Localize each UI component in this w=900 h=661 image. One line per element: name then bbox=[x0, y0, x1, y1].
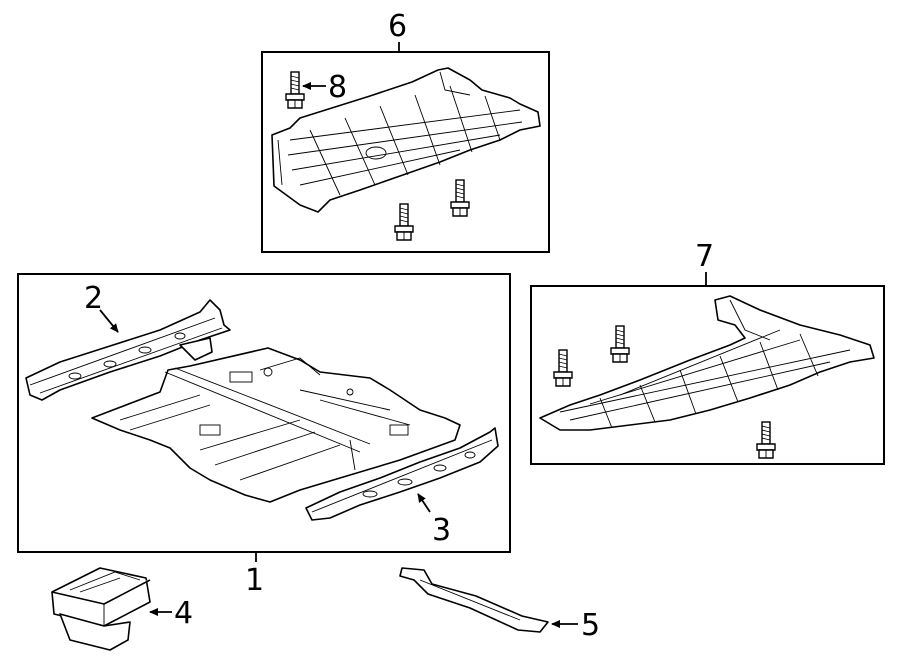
rear-undercover-panel bbox=[271, 67, 541, 213]
callout-4: 4 bbox=[174, 596, 193, 631]
callout-5: 5 bbox=[581, 608, 600, 643]
front-undercover-panel bbox=[539, 295, 875, 431]
callout-6: 6 bbox=[388, 9, 407, 44]
callout-8: 8 bbox=[328, 70, 347, 105]
side-rail-3 bbox=[305, 427, 499, 521]
part-4-bracket: 4 bbox=[51, 567, 193, 651]
floor-pan bbox=[91, 347, 461, 503]
callout-2: 2 bbox=[84, 281, 103, 316]
callout-7: 7 bbox=[695, 239, 714, 274]
group-7-front-floor-undercover: 7 bbox=[530, 239, 885, 465]
callout-1: 1 bbox=[245, 563, 264, 598]
callout-3-arrow bbox=[417, 493, 431, 513]
callout-3: 3 bbox=[432, 513, 451, 548]
part-5-brace: 5 bbox=[399, 567, 600, 643]
group-1-floor-pan-assembly: 1 bbox=[17, 273, 511, 598]
callout-2-arrow bbox=[99, 309, 119, 333]
side-rail-2 bbox=[25, 299, 231, 401]
group-6-rear-floor-undercover: 6 8 bbox=[261, 9, 550, 253]
